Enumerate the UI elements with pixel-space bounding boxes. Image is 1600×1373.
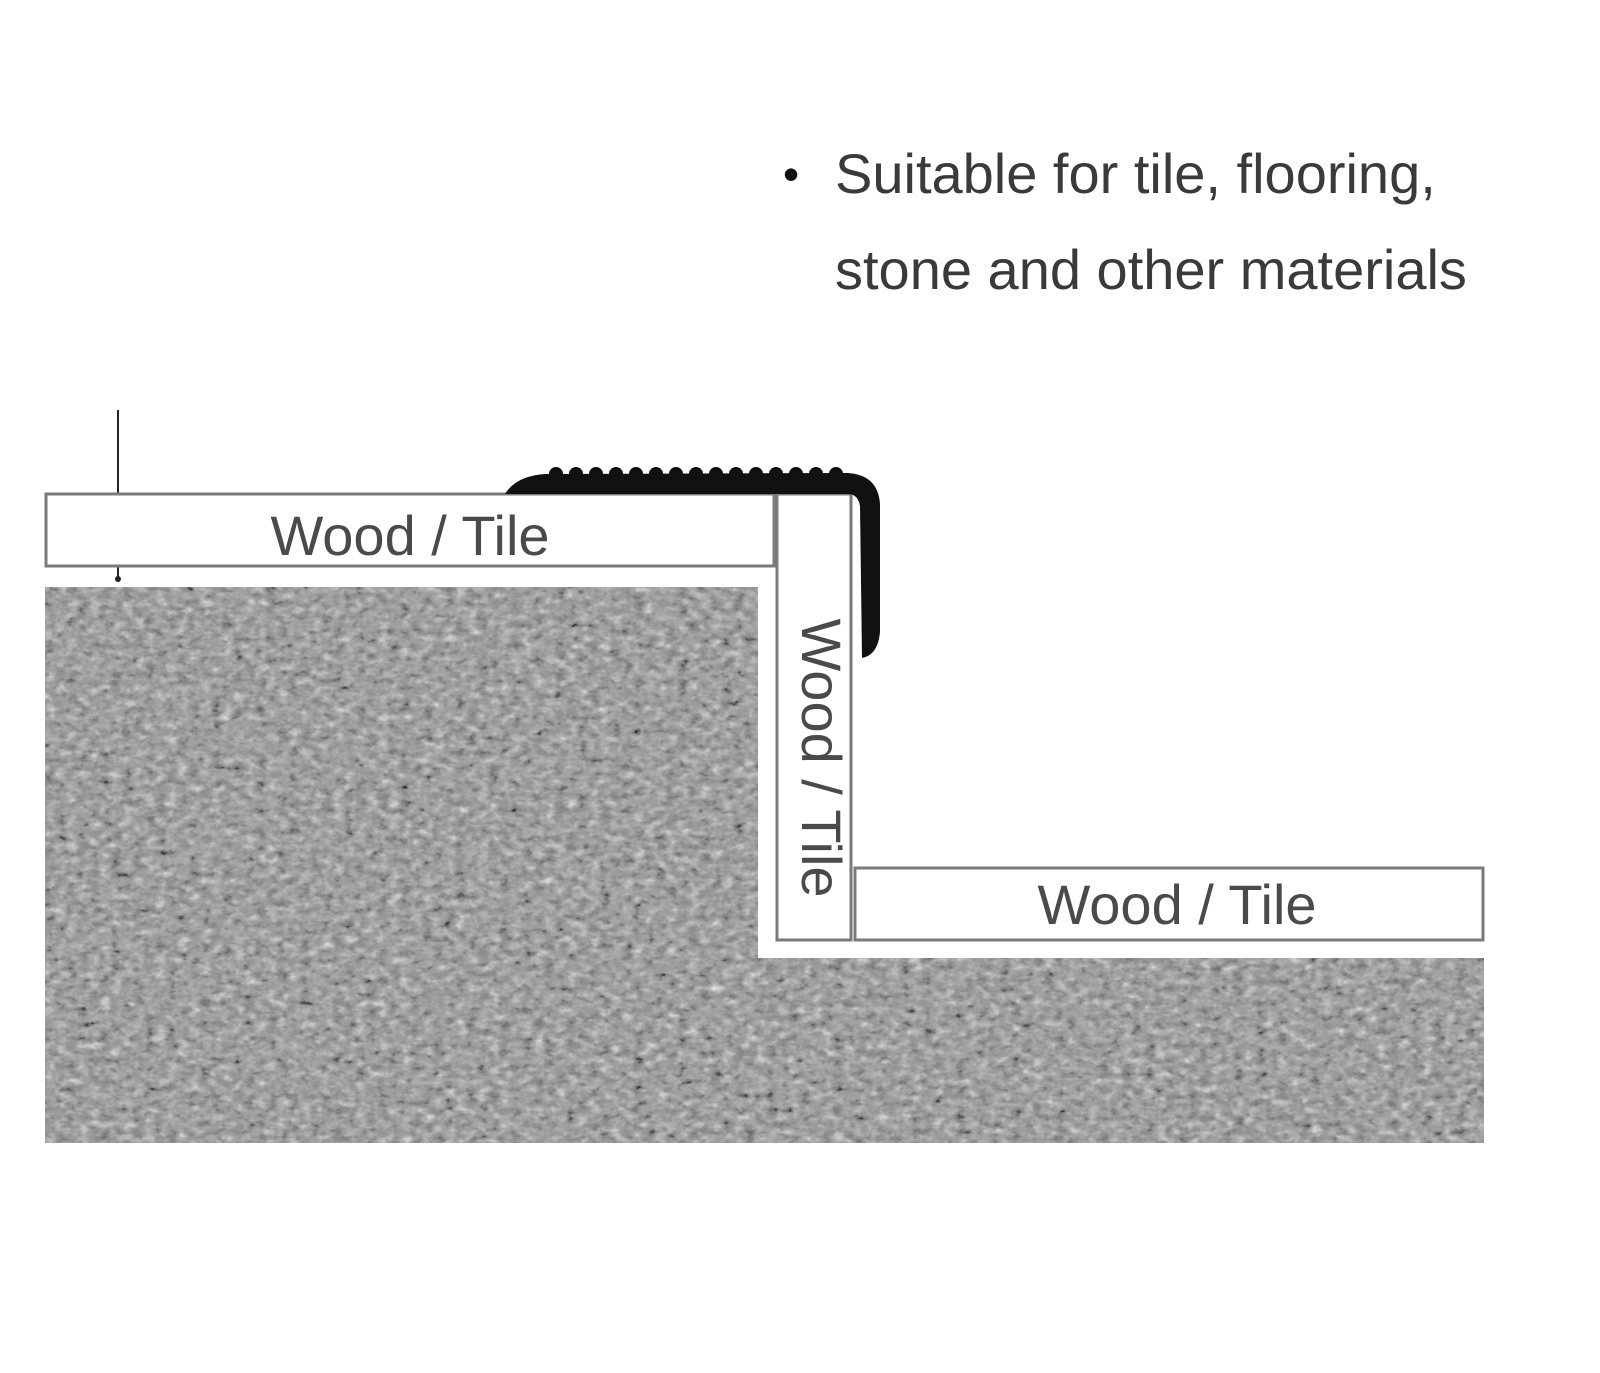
caption-line-1: Suitable for tile, flooring, bbox=[835, 142, 1436, 205]
lower-board-label: Wood / Tile bbox=[1037, 873, 1316, 936]
substrate bbox=[45, 587, 1484, 1143]
riser-board-label: Wood / Tile bbox=[790, 618, 853, 897]
riser-board: Wood / Tile bbox=[775, 492, 853, 942]
marker-dot bbox=[115, 576, 121, 582]
nosing-trim bbox=[505, 467, 880, 658]
lower-board: Wood / Tile bbox=[853, 866, 1485, 942]
upper-board-label: Wood / Tile bbox=[270, 504, 549, 567]
caption-line-2: stone and other materials bbox=[835, 238, 1467, 301]
upper-board: Wood / Tile bbox=[44, 492, 776, 568]
bullet-icon: • bbox=[783, 148, 800, 200]
